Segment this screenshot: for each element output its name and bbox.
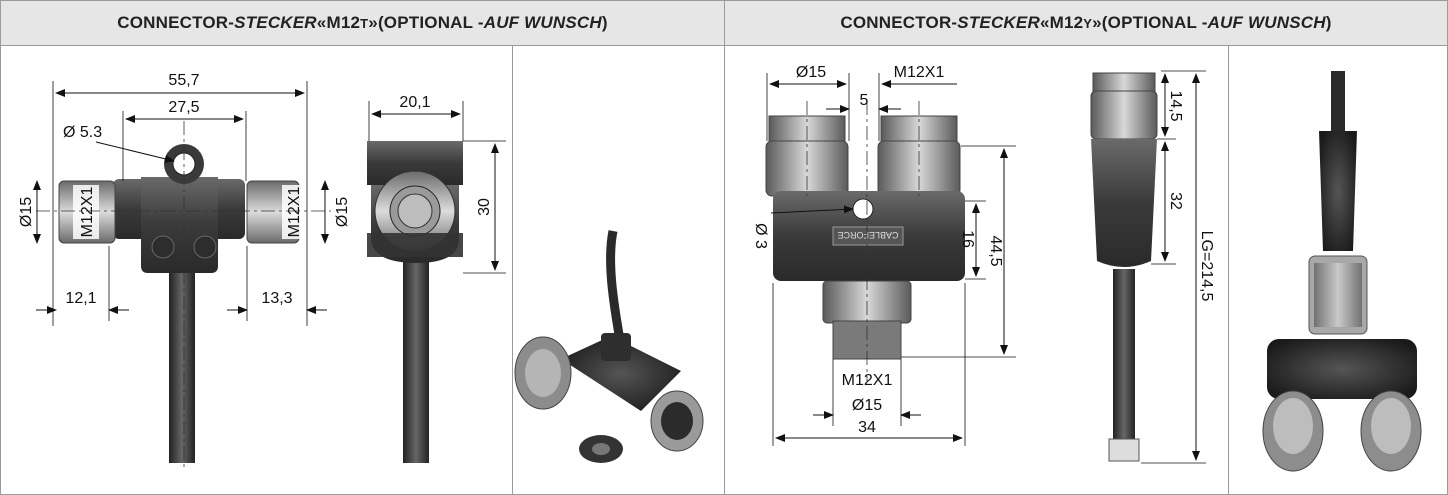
- dim-length: LG=214,5: [1198, 231, 1215, 302]
- dim-offset-right: 13,3: [261, 290, 292, 307]
- header-model-close: »: [368, 13, 378, 32]
- leader-hole-y: [770, 205, 854, 214]
- photo-nut-left-inner: [1273, 398, 1313, 454]
- leader-hole: [95, 141, 175, 163]
- dim-dia-right: Ø15: [334, 197, 351, 227]
- separator-middle: [724, 46, 725, 494]
- m12t-product-photo: [514, 230, 704, 463]
- side-nut: [1090, 90, 1158, 140]
- photo-knurl-pattern: [1314, 263, 1362, 327]
- header-prefix: CONNECTOR-: [117, 13, 235, 32]
- dim-thread-right: M12X1: [286, 187, 303, 238]
- header-italic: STECKER: [957, 13, 1040, 32]
- cable-end: [1108, 438, 1140, 462]
- side-nut-pin: [397, 193, 433, 229]
- header-model: «M12: [316, 13, 361, 32]
- dim-side-top: 14,5: [1167, 90, 1184, 121]
- cable-side: [403, 241, 429, 463]
- photo-overmold: [1319, 131, 1357, 251]
- side-clamp: [367, 233, 463, 257]
- dim-hole: Ø 5.3: [63, 124, 102, 141]
- side-cable: [1113, 269, 1135, 439]
- dim-side-width: 20,1: [399, 94, 430, 111]
- side-nut-cap: [1092, 72, 1156, 94]
- dim-side-mid: 32: [1167, 192, 1184, 210]
- dim-thread-bottom: M12X1: [842, 372, 893, 389]
- photo-socket: [661, 402, 693, 440]
- dim-spacing: 27,5: [168, 99, 199, 116]
- separator-left-photo: [512, 46, 513, 494]
- screw-right: [193, 235, 217, 259]
- header-model-close: »: [1092, 13, 1102, 32]
- dim-total-h: 44,5: [987, 235, 1004, 266]
- header-model-suffix: Y: [1083, 15, 1093, 31]
- m12y-front-view: CABLEFORCE Ø15 M12X1 5 Ø 3 16: [752, 64, 1016, 446]
- brand-plate: [832, 226, 904, 246]
- dim-side-height: 30: [476, 198, 493, 216]
- dim-dia-bottom: Ø15: [852, 397, 882, 414]
- m12t-side-view: 20,1 30: [367, 94, 506, 463]
- header-paren-close: ): [1325, 13, 1332, 32]
- photo-body: [561, 336, 681, 411]
- photo-nut-right-inner: [1371, 398, 1411, 454]
- y-hole: [852, 198, 874, 220]
- header-optional: (OPTIONAL -: [377, 13, 484, 32]
- dim-thread-top: M12X1: [894, 64, 945, 81]
- header-model-suffix: T: [360, 15, 369, 31]
- m12t-front-view: 55,7 27,5 Ø 5.3 Ø15 M12X1 M12X1 Ø15 12,1…: [18, 72, 351, 471]
- photo-eye-hole: [592, 443, 610, 455]
- photo-nut-left-inner: [525, 349, 561, 397]
- label-bg-right: [282, 185, 304, 239]
- m12y-side-view: 14,5 32 LG=214,5: [1090, 70, 1215, 464]
- separator-right-photo: [1228, 46, 1229, 494]
- dim-dia-left: Ø15: [18, 197, 35, 227]
- header-model: «M12: [1039, 13, 1084, 32]
- header-paren-close: ): [601, 13, 608, 32]
- header-optional: (OPTIONAL -: [1101, 13, 1208, 32]
- dim-overall: 55,7: [168, 72, 199, 89]
- cable: [169, 241, 195, 463]
- header-italic: STECKER: [234, 13, 317, 32]
- label-bg-left: [73, 185, 99, 239]
- header-auf-wunsch: AUF WUNSCH: [1207, 13, 1326, 32]
- dim-offset-left: 12,1: [65, 290, 96, 307]
- header-auf-wunsch: AUF WUNSCH: [483, 13, 602, 32]
- photo-cable: [1331, 71, 1345, 131]
- brand-label: CABLEFORCE: [837, 230, 898, 240]
- photo-y-body: [1267, 339, 1417, 399]
- side-overmold: [1091, 139, 1157, 267]
- dim-thread-left: M12X1: [79, 187, 96, 238]
- screw-left: [151, 235, 175, 259]
- dim-body-h: 16: [959, 230, 976, 248]
- header-prefix: CONNECTOR-: [840, 13, 958, 32]
- technical-drawing: 55,7 27,5 Ø 5.3 Ø15 M12X1 M12X1 Ø15 12,1…: [18, 64, 1422, 472]
- photo-neck: [601, 333, 631, 361]
- dim-gap: 5: [860, 92, 869, 109]
- dim-hole-y: Ø 3: [752, 223, 769, 249]
- dim-dia-top: Ø15: [796, 64, 826, 81]
- tee-body-lower: [141, 177, 218, 273]
- photo-cable: [606, 230, 626, 347]
- m12y-product-photo: [1262, 71, 1422, 472]
- dim-width: 34: [858, 419, 876, 436]
